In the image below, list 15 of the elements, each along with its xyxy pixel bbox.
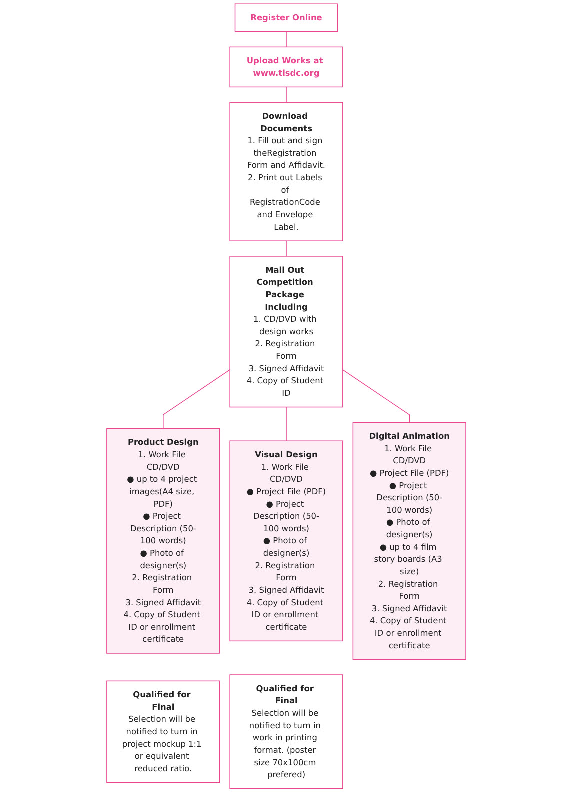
node-box: Qualified for Final Selection will be notified to turn in work in printing format. (poster size 70x100cm prefered): [230, 674, 344, 790]
node-box: Upload Works at www.tisdc.org: [230, 46, 344, 88]
connector: [163, 370, 230, 430]
node-box: Product Design 1. Work File CD/DVD ● up to 4 project images(A4 size, PDF) ● Project Description (50-100 words) ● Photo of designer(s) 2. Registration Form 3. Signed Affidavit 4. Copy of Student ID or enrollment certificate: [106, 428, 220, 654]
node-box: Mail Out Competition Package Including 1. CD/DVD with design works 2. Registration Form 3. Signed Affidavit 4. Copy of Student ID: [230, 256, 344, 408]
connector: [286, 240, 287, 257]
connector: [286, 31, 287, 48]
connector: [286, 406, 287, 442]
node-box: Digital Animation 1. Work File CD/DVD ● Project File (PDF) ● Project Description (50-100 words) ● Photo of designer(s) ● up to 4 film story boards (A3 size) 2. Registration Form 3. Signed Affidavit 4. Copy of Student ID or enrollment certificate: [352, 422, 466, 660]
node-box: Download Documents 1. Fill out and sign theRegistration Form and Affidavit. 2. Print out Labels of RegistrationCode and Envelope Label.: [230, 102, 344, 242]
node-box: Visual Design 1. Work File CD/DVD ● Project File (PDF) ● Project Description (50-100 words) ● Photo of designer(s) 2. Registration Form 3. Signed Affidavit 4. Copy of Student ID or enrollment certificate: [230, 440, 344, 642]
node-box: Qualified for Final Selection will be notified to turn in project mockup 1:1 or equivalent reduced ratio.: [106, 680, 220, 784]
connector: [342, 370, 410, 424]
connector: [286, 86, 287, 103]
node-box: Register Online: [234, 4, 338, 32]
